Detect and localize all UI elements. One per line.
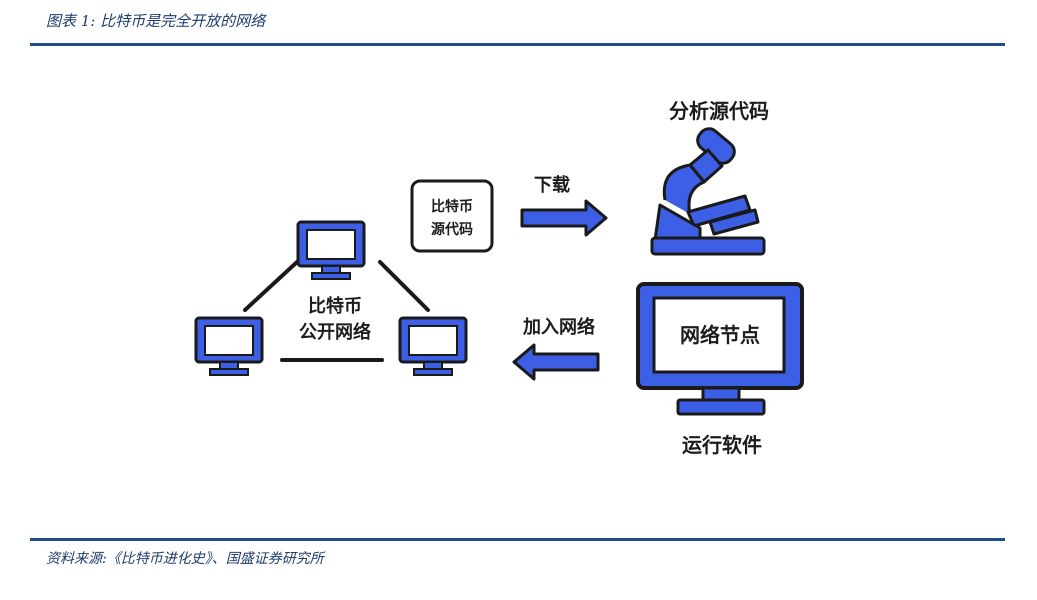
source-note: 资料来源:《比特币进化史》、国盛证券研究所 <box>46 551 324 567</box>
network-label-line1: 比特币 <box>308 295 362 317</box>
figure-caption: 图表 1: 比特币是完全开放的网络 <box>46 12 266 30</box>
download-label: 下载 <box>534 174 570 196</box>
network-node-monitor-icon <box>636 282 804 416</box>
microscope-icon <box>650 127 766 256</box>
source-code-box: 比特币 源代码 <box>410 179 494 253</box>
network-computer-right-icon <box>398 316 468 376</box>
bottom-rule <box>30 538 1005 541</box>
analyze-source-label: 分析源代码 <box>669 99 769 123</box>
network-computer-left-icon <box>194 316 264 376</box>
network-computer-top-icon <box>296 220 366 280</box>
source-box-line1: 比特币 <box>431 198 473 215</box>
network-label-line2: 公开网络 <box>299 321 371 343</box>
join-network-label: 加入网络 <box>522 316 595 338</box>
arrow-right-icon <box>520 199 608 237</box>
run-software-label: 运行软件 <box>682 433 762 457</box>
network-node-label: 网络节点 <box>680 323 760 347</box>
network-links <box>243 260 430 362</box>
source-box-line2: 源代码 <box>431 221 473 238</box>
arrow-left-icon <box>512 343 600 381</box>
top-rule <box>30 43 1005 46</box>
